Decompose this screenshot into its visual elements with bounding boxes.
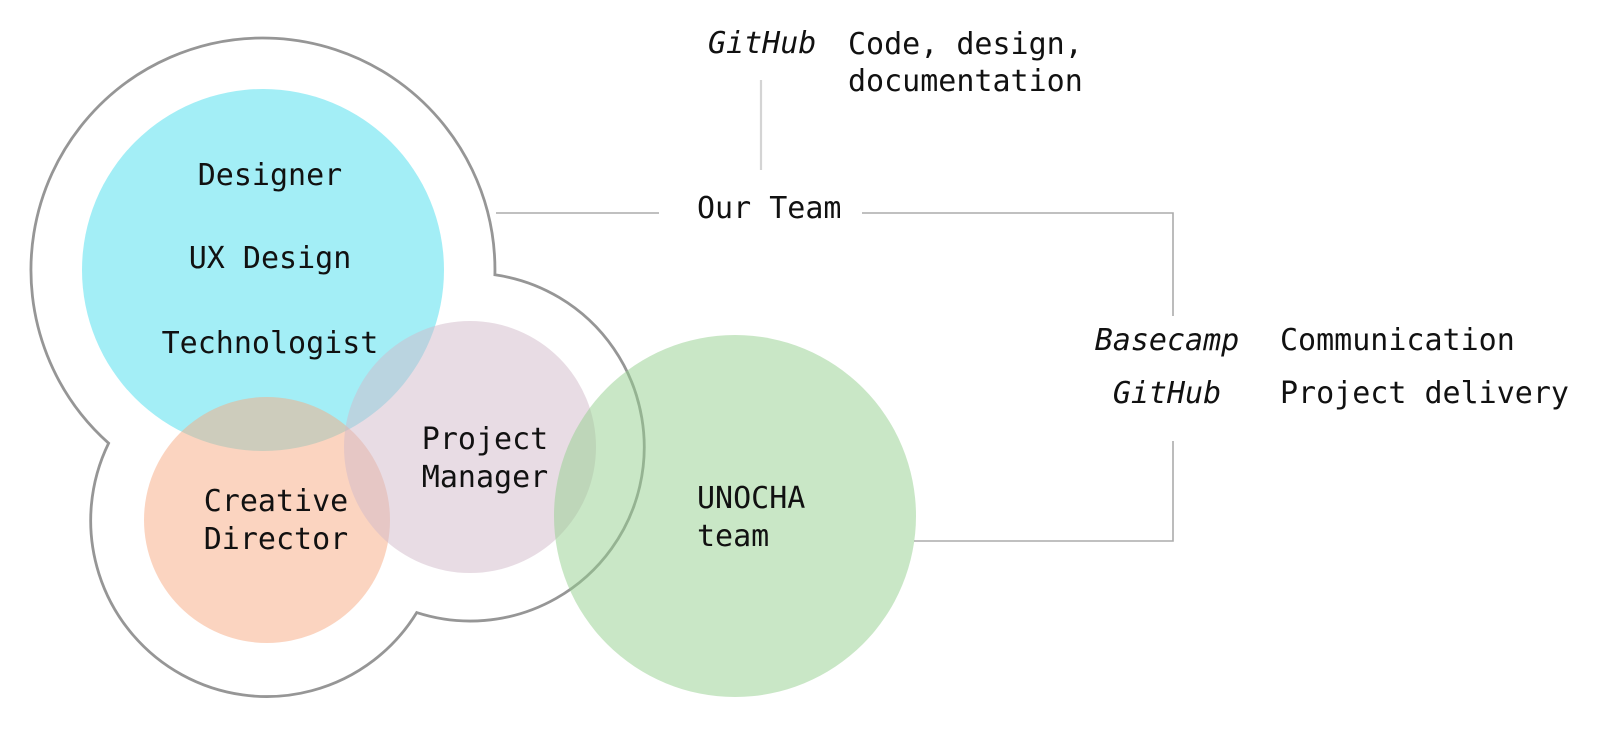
our-team-label: Our Team bbox=[697, 191, 842, 226]
team-boundary-outline bbox=[29, 36, 646, 698]
unocha-team-label: UNOCHA team bbox=[697, 481, 806, 554]
connector-team-right bbox=[862, 212, 1174, 316]
unocha-team-circle bbox=[554, 335, 916, 697]
basecamp-tool-label: Basecamp bbox=[1094, 323, 1240, 358]
basecamp-tool-description: Communication bbox=[1280, 323, 1515, 358]
ux-design-role-label: UX Design bbox=[188, 241, 352, 276]
github-top-tool-description: Code, design, documentation bbox=[848, 27, 1083, 99]
github-right-tool-label: GitHub bbox=[1112, 376, 1222, 411]
github-right-tool-description: Project delivery bbox=[1280, 376, 1569, 411]
technologist-role-label: Technologist bbox=[161, 326, 379, 361]
github-top-tool-label: GitHub bbox=[708, 26, 817, 61]
designer-role-label: Designer bbox=[197, 158, 343, 193]
project-manager-label: Project Manager bbox=[421, 422, 549, 495]
connector-tools-to-unocha bbox=[914, 441, 1174, 542]
creative-director-label: Creative Director bbox=[203, 484, 349, 557]
